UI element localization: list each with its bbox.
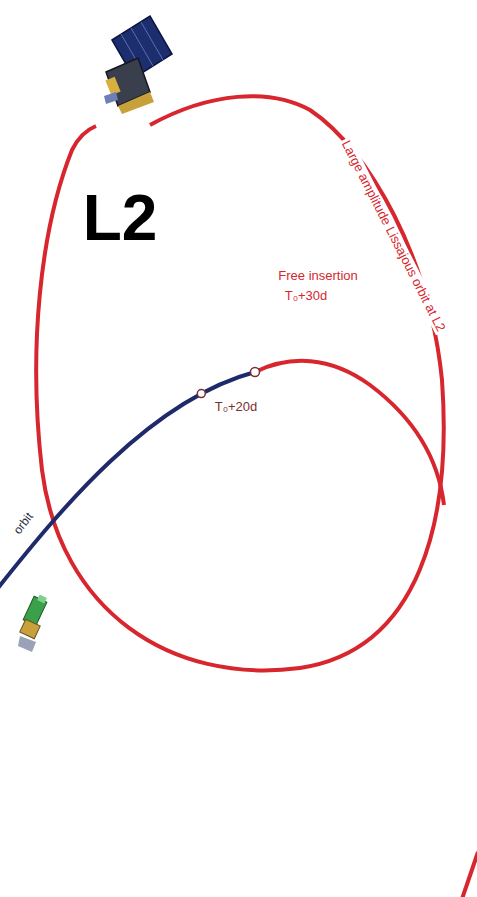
time-marker bbox=[251, 368, 260, 377]
orbit-label: Large amplitude Lissajous orbit at L2 bbox=[338, 136, 449, 335]
point-label: L2 bbox=[83, 183, 158, 253]
insertion-loop bbox=[255, 361, 444, 505]
orbit-label: orbit bbox=[10, 509, 37, 539]
event-label: Free insertion bbox=[278, 269, 357, 283]
time-label: T₀+20d bbox=[215, 400, 258, 414]
lissajous-orbit bbox=[36, 96, 443, 670]
spacecraft-large bbox=[104, 16, 172, 114]
spacecraft-small bbox=[18, 595, 47, 652]
time-label: T₀+30d bbox=[285, 289, 328, 303]
time-marker bbox=[197, 390, 205, 398]
orbit-fragment bbox=[462, 852, 477, 897]
